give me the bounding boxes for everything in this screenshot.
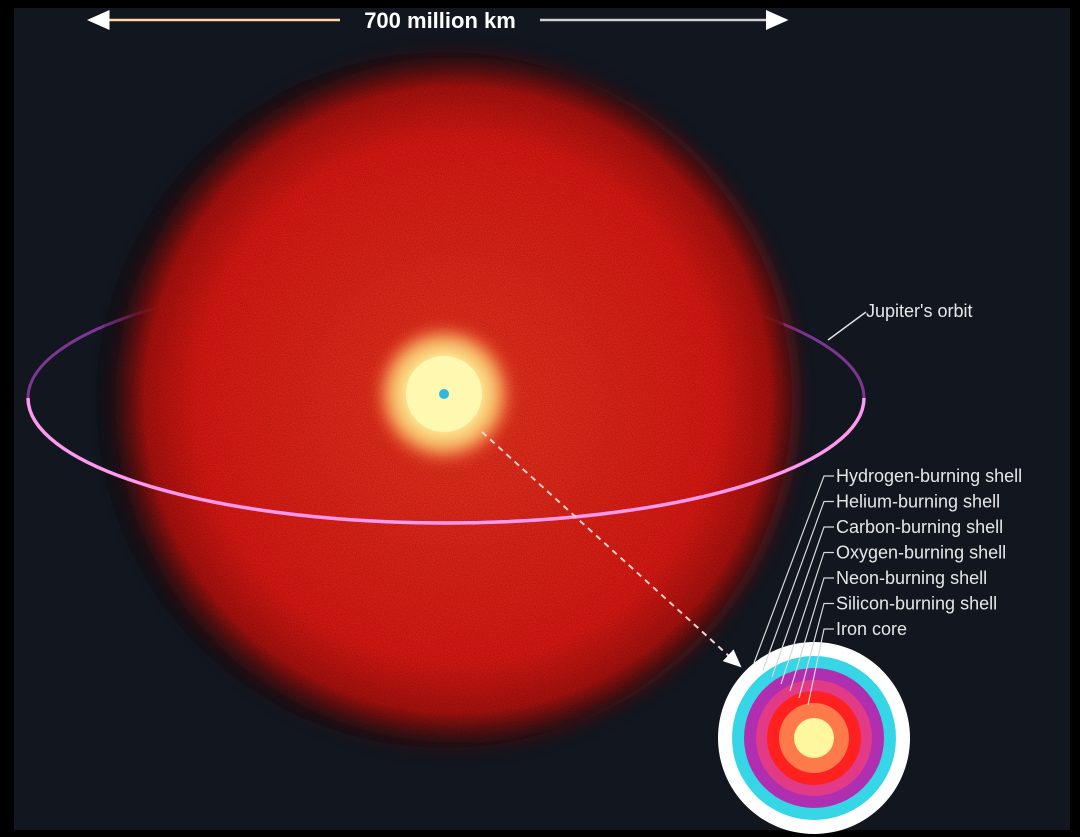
- jupiter-orbit: [26, 397, 866, 525]
- shell-label: Helium-burning shell: [836, 492, 1000, 512]
- shell-label: Iron core: [836, 619, 907, 639]
- shell-leader-line: [789, 577, 834, 692]
- shell-leader-line: [798, 602, 834, 699]
- scale-bar: 700 million km: [87, 8, 789, 33]
- shell-leader-line: [771, 526, 834, 678]
- orbit-label-leader: [827, 311, 867, 341]
- scale-bar-label: 700 million km: [364, 8, 516, 33]
- shell-leader-line: [762, 500, 834, 671]
- shell-leader-line: [807, 628, 834, 706]
- shell-leader-line: [780, 551, 834, 685]
- jupiter-orbit-label: Jupiter's orbit: [866, 301, 972, 321]
- zoom-pointer-arrow: [481, 431, 742, 668]
- shell-label: Silicon-burning shell: [836, 594, 997, 614]
- core-shells-inset: [718, 642, 910, 834]
- stellar-core: [372, 322, 516, 466]
- shell-label: Oxygen-burning shell: [836, 543, 1006, 563]
- shell-leader-line: [753, 475, 834, 664]
- core-dot: [439, 389, 449, 399]
- shell-ring-7: [794, 718, 834, 758]
- shell-label: Carbon-burning shell: [836, 517, 1003, 537]
- shell-label: Hydrogen-burning shell: [836, 466, 1022, 486]
- shell-label: Neon-burning shell: [836, 568, 987, 588]
